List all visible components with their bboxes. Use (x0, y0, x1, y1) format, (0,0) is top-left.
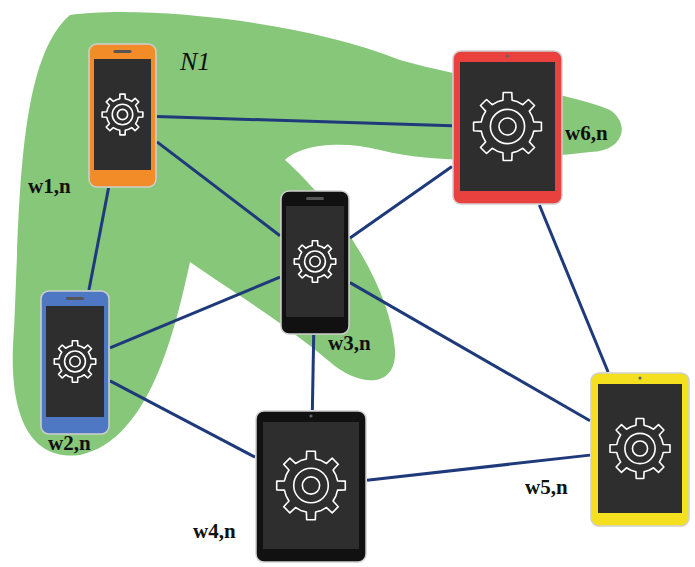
speaker-slot (306, 197, 324, 200)
gear-ring (625, 433, 655, 463)
device-node: w5,n (590, 372, 690, 527)
gear-ring (490, 109, 524, 143)
gear-ring (305, 251, 326, 272)
device-screen (94, 59, 151, 170)
device-screen (286, 206, 344, 317)
weight-label: w4,n (193, 520, 236, 543)
weight-label: w6,n (565, 122, 608, 145)
camera-dot (638, 376, 641, 379)
device-screen (263, 422, 359, 549)
device-frame (89, 44, 156, 187)
device-frame (591, 373, 689, 526)
link-line (312, 335, 313, 410)
gear-ring (112, 104, 133, 125)
link-line (110, 381, 255, 457)
link-line (539, 205, 608, 372)
device-screen (460, 62, 555, 191)
link-line (110, 277, 280, 348)
device-node: w1,n (88, 43, 157, 188)
device-illustration (452, 50, 563, 205)
gear-icon (277, 451, 346, 520)
gear-hub (117, 109, 127, 119)
device-node: w2,n (40, 290, 110, 435)
gear-hub (302, 477, 319, 494)
region-shape (13, 12, 622, 456)
device-node: w6,n (452, 50, 563, 205)
device-illustration (88, 43, 157, 188)
device-screen (46, 306, 104, 417)
gear-hub (632, 441, 647, 456)
device-frame (281, 191, 349, 334)
device-illustration (280, 190, 350, 335)
device-illustration (590, 372, 690, 527)
device-node: w3,n (280, 190, 350, 335)
device-illustration (255, 410, 367, 563)
link-line (157, 142, 280, 236)
weight-label: w1,n (28, 175, 71, 198)
neighborhood-label: N1 (180, 48, 210, 77)
device-frame (41, 291, 109, 434)
device-screen (598, 384, 682, 513)
weight-label: w3,n (328, 332, 371, 355)
gear-hub (499, 118, 516, 135)
gear-ring (294, 468, 329, 503)
gear-icon (294, 241, 335, 282)
device-illustration (40, 290, 110, 435)
device-frame (256, 411, 366, 562)
device-frame (453, 51, 562, 204)
gear-hub (70, 356, 80, 366)
camera-dot (506, 54, 509, 57)
speaker-slot (114, 50, 132, 53)
link-line (157, 117, 452, 126)
gear-hub (310, 256, 320, 266)
gear-icon (102, 94, 143, 135)
gear-icon (610, 419, 670, 479)
speaker-slot (66, 297, 84, 300)
gear-icon (54, 341, 95, 382)
gear-icon (474, 93, 542, 161)
weight-label: w5,n (525, 476, 568, 499)
weight-label: w2,n (48, 432, 91, 455)
camera-dot (309, 414, 312, 417)
link-line (350, 166, 452, 238)
link-line (350, 283, 590, 421)
link-line (89, 188, 109, 290)
device-node: w4,n (255, 410, 367, 563)
gear-ring (65, 351, 86, 372)
